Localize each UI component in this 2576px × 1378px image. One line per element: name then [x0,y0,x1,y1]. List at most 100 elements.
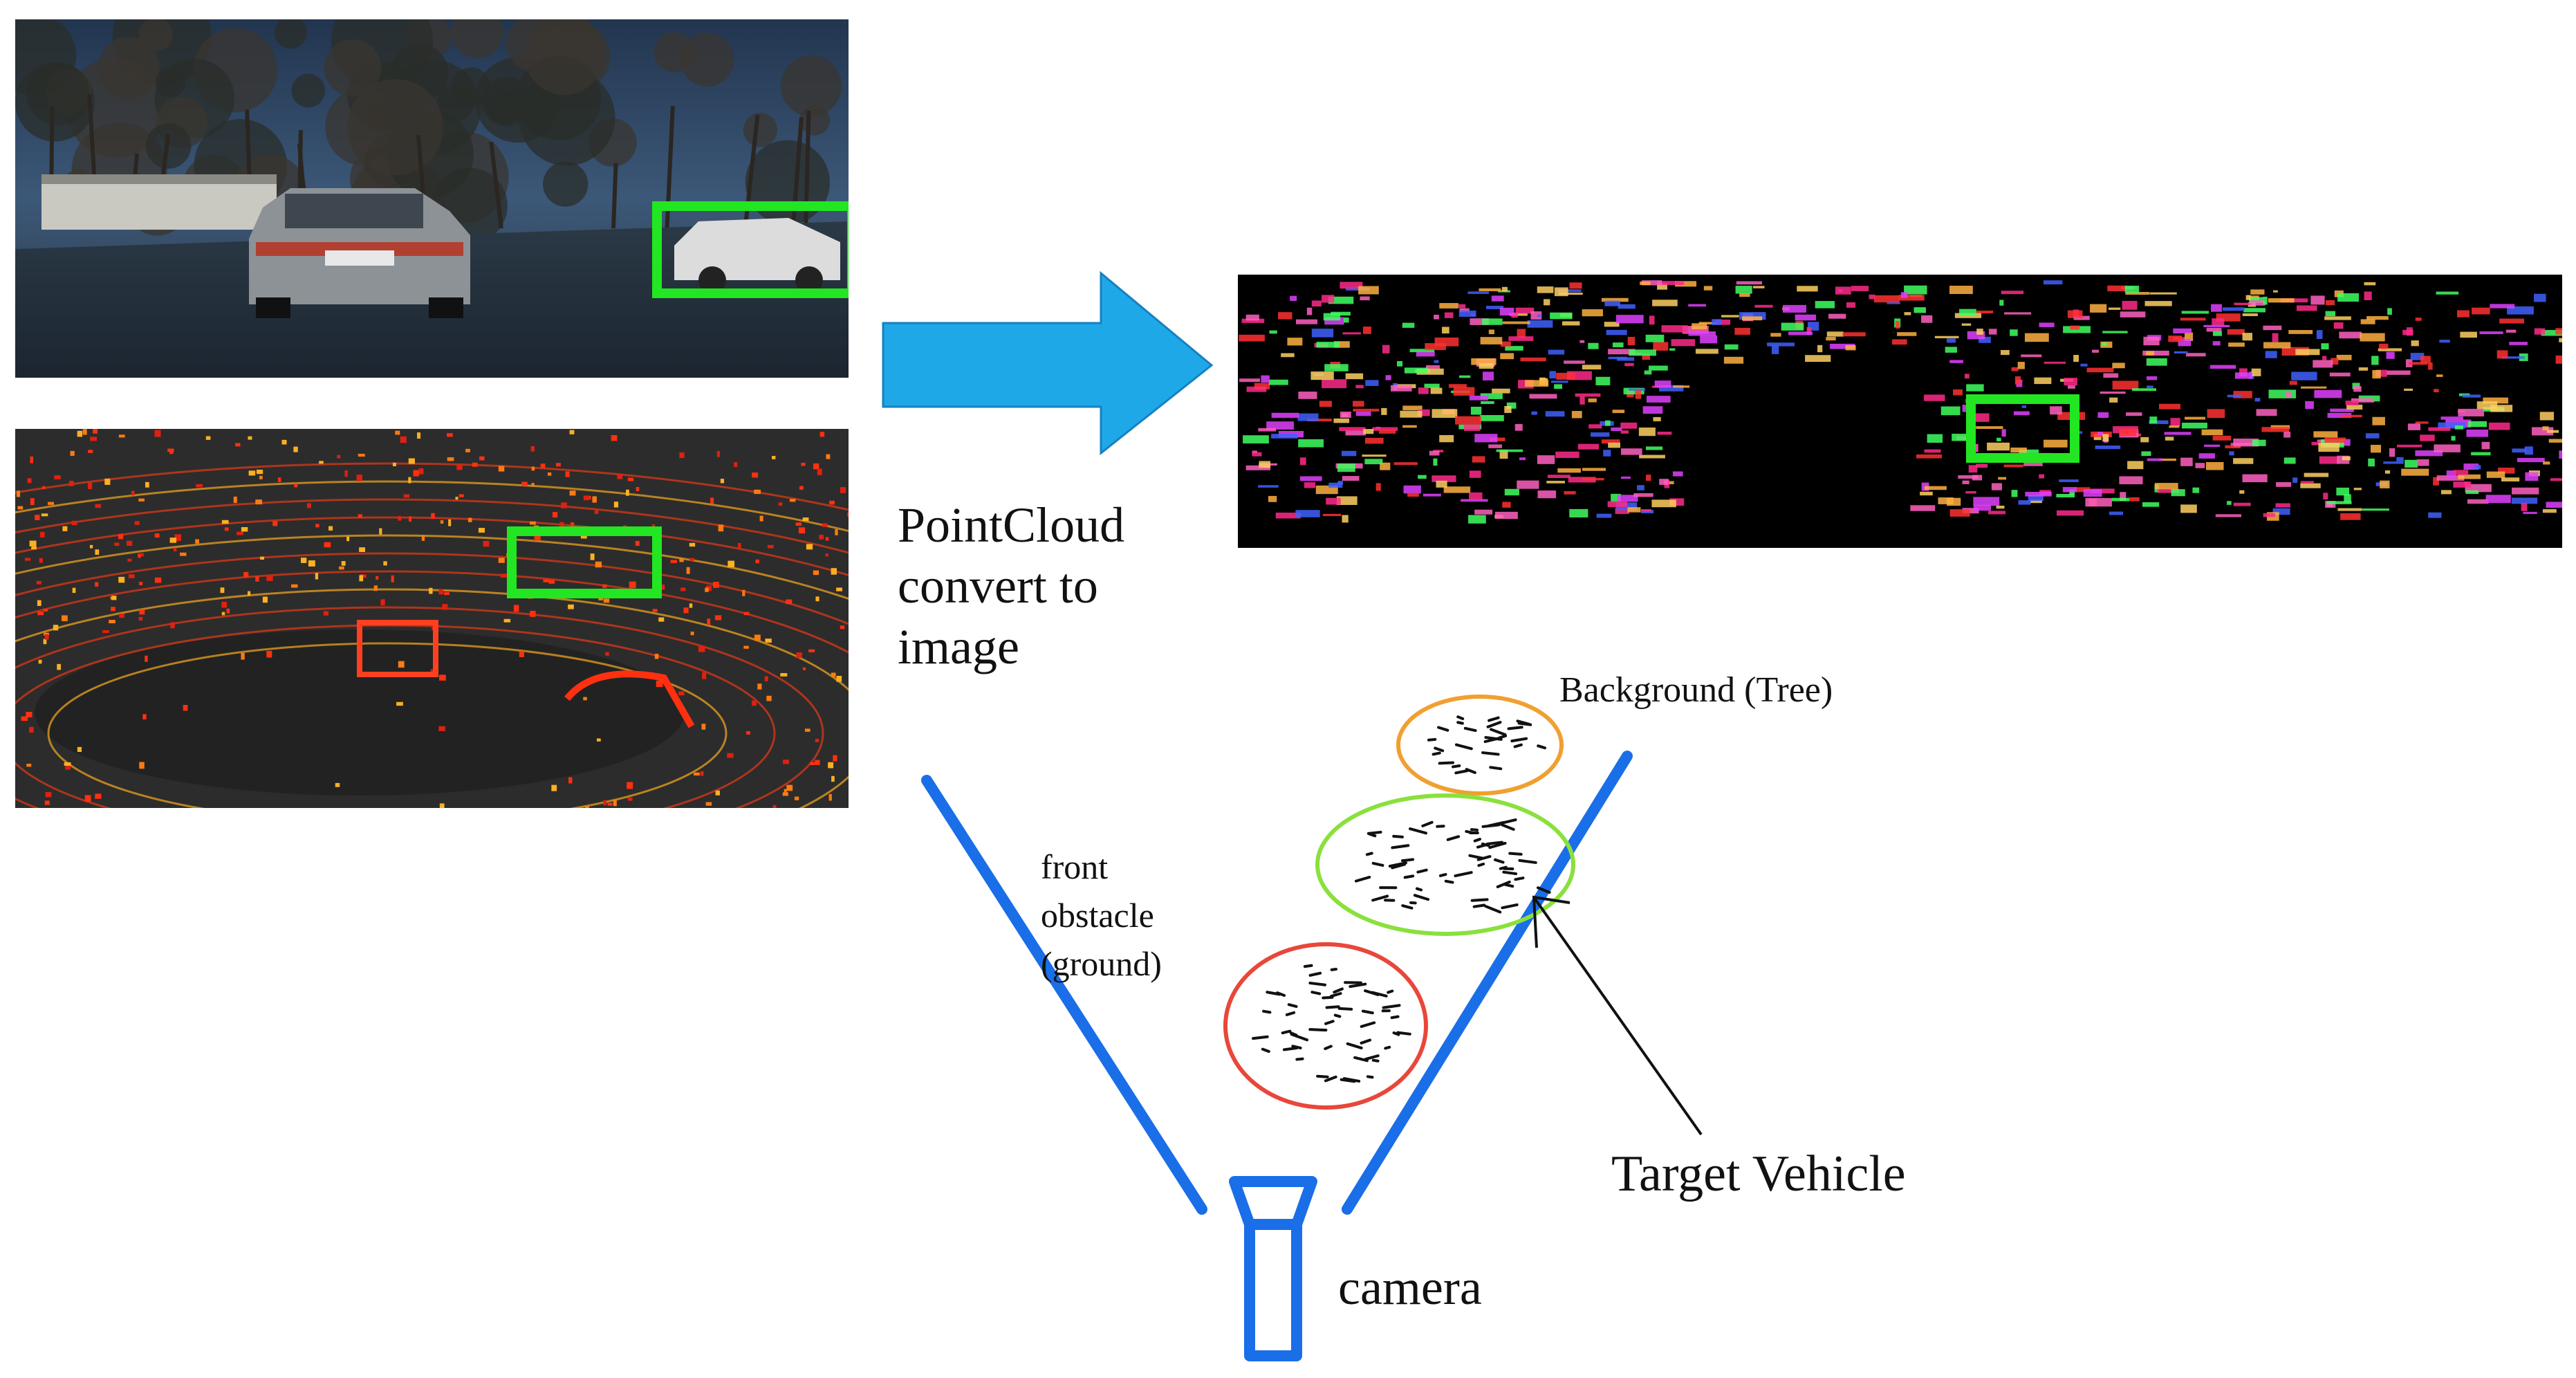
projected-point [1659,479,1668,485]
projected-point [2145,301,2172,306]
lidar-point [504,619,510,623]
point-dash [1456,771,1467,773]
projected-point [2324,316,2351,320]
lidar-point [114,542,119,546]
projected-point [1742,316,1762,320]
projected-point [1531,412,1537,415]
projected-point [2147,385,2153,388]
projected-point [1569,509,1588,517]
projected-point [2095,445,2121,449]
projected-point [1736,286,1752,293]
projected-point [1688,331,1716,336]
projected-point [2213,341,2221,345]
point-dash [1488,843,1502,844]
projected-point [2057,511,2084,516]
lidar-point [131,491,135,496]
projected-point [2436,374,2443,377]
projected-point [2004,312,2031,314]
caption-line-1: PointCloud [898,495,1124,555]
lidar-point [803,517,809,521]
projected-point [1382,345,1390,353]
projected-point [1724,357,1743,364]
lidar-point [559,522,564,527]
projected-point [1797,286,1817,291]
lidar-point [813,463,819,469]
projected-point [2362,508,2389,511]
lidar-point [568,778,572,784]
projected-point [1290,296,1297,301]
projected-point [1269,380,1288,385]
lidar-point [241,653,244,660]
point-dash [1485,906,1500,912]
projected-point [2512,488,2539,495]
lidar-point [206,437,211,440]
point-dash [1479,864,1483,865]
projected-point [1324,313,1340,321]
projected-point [2457,310,2470,317]
lidar-point [656,681,663,687]
projected-point [1595,377,1610,385]
lidar-point [30,541,37,546]
projected-point [1953,389,1963,396]
projected-point [1935,336,1959,338]
lidar-point [77,747,82,752]
lidar-point [221,602,227,608]
projected-point [1471,407,1481,415]
projected-point [1502,502,1510,507]
projected-point [2211,304,2222,312]
projected-point [1546,481,1565,484]
point-dash [1515,745,1521,747]
lidar-point [431,513,435,519]
lidar-point [39,660,42,664]
tree-foliage [451,6,503,58]
lidar-point [570,490,576,495]
conversion-caption: PointCloud convert to image [898,495,1124,677]
projected-point [1554,384,1562,389]
projected-point [2540,412,2554,420]
projected-point [1653,342,1668,350]
point-dash [1465,728,1476,731]
lidar-point [409,459,415,464]
lidar-point [41,513,48,516]
lidar-point [95,582,98,587]
lidar-point [828,762,833,769]
projected-point [1326,498,1341,505]
projected-point [1582,478,1604,480]
projected-point [1492,295,1504,301]
projected-point [1402,425,1417,428]
lidar-point [139,617,143,621]
projected-point [1423,494,1441,497]
projected-point [1998,477,2006,480]
lidar-point [111,607,115,611]
lidar-point [234,497,237,503]
point-dash [1458,722,1463,723]
projected-point [1788,331,1813,335]
projected-point [2102,331,2127,333]
projected-point [2216,514,2241,517]
projected-point [2547,430,2559,433]
projected-point [1692,323,1707,329]
point-dash [1440,874,1446,876]
lidar-point [129,574,135,578]
lidar-point [257,470,263,474]
projected-point [1609,357,1627,360]
lidar-point [456,464,462,470]
projected-point [2109,398,2118,403]
lidar-point [796,522,802,526]
projected-point [2337,293,2359,302]
projected-point [1328,483,1342,488]
projected-point [2283,432,2290,438]
projected-point [2371,445,2381,452]
point-dash [1490,767,1501,769]
projected-point [1927,434,1943,443]
projected-point [2056,494,2075,497]
lidar-point [607,803,612,806]
projected-point [1588,424,1602,428]
projected-point [2460,332,2477,338]
lidar-point [135,521,140,525]
projected-point [2213,331,2222,336]
projected-point [1429,451,1440,456]
lidar-point [155,533,160,538]
projected-point [1712,319,1722,325]
projected-point [2014,412,2030,416]
